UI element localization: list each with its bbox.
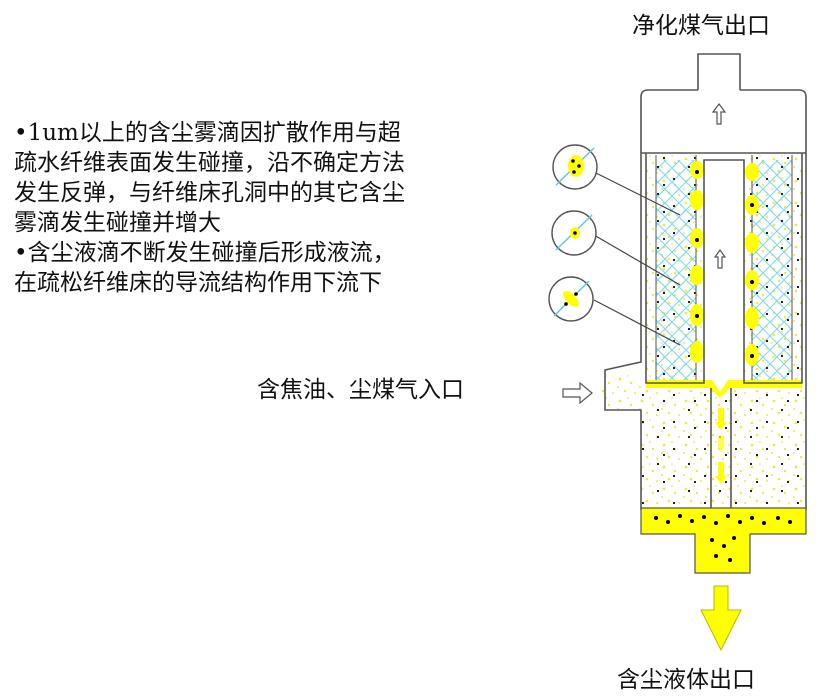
mechanism-description: •1um以上的含尘雾滴因扩散作用与超 疏水纤维表面发生碰撞，沿不确定方法 发生反… xyxy=(14,118,405,298)
magnified-view-1 xyxy=(552,144,598,190)
liquid-collection xyxy=(640,507,807,652)
liquid-drip-arrows xyxy=(715,408,727,484)
vessel-body xyxy=(604,53,807,510)
coalesced-droplets xyxy=(646,161,802,398)
gas-outlet-label: 净化煤气出口 xyxy=(632,13,770,39)
magnified-view-2 xyxy=(551,210,597,256)
magnified-view-3 xyxy=(548,276,594,322)
description-line: 雾滴发生碰撞并增大 xyxy=(14,210,221,236)
callout-lines xyxy=(593,171,681,346)
description-line: 发生反弹，与纤维床孔洞中的其它含尘 xyxy=(14,180,405,206)
description-line: 疏水纤维表面发生碰撞，沿不确定方法 xyxy=(14,150,405,176)
description-line: •含尘液滴不断发生碰撞后形成液流， xyxy=(14,240,396,266)
inlet-arrow-icon xyxy=(562,381,593,405)
description-line: •1um以上的含尘雾滴因扩散作用与超 xyxy=(14,120,401,146)
liquid-outlet-label: 含尘液体出口 xyxy=(617,667,755,693)
outlet-arrow-icon xyxy=(700,585,742,652)
description-line: 在疏松纤维床的导流结构作用下流下 xyxy=(14,270,382,296)
gas-inlet-label: 含焦油、尘煤气入口 xyxy=(257,377,464,403)
lower-chamber xyxy=(600,375,806,508)
gas-flow-arrows xyxy=(562,103,727,405)
